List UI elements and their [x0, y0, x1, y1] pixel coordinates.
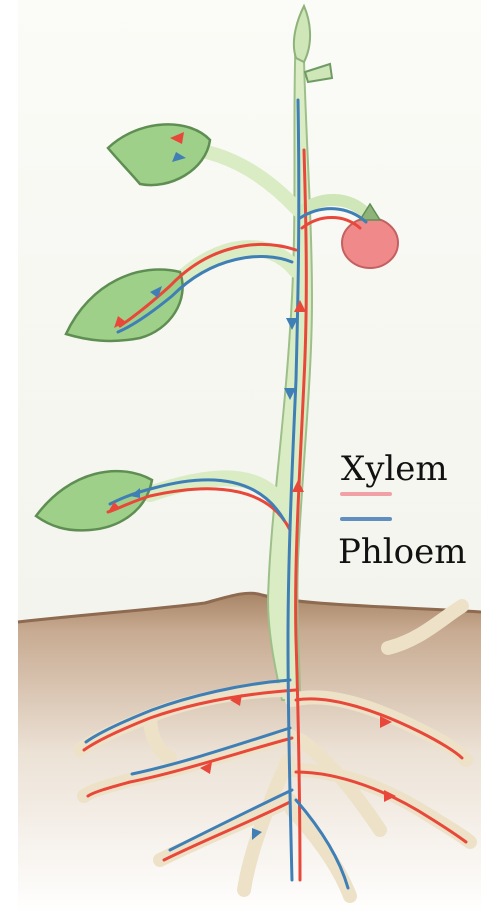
- phloem-label: Phloem: [338, 535, 466, 569]
- xylem-label: Xylem: [341, 452, 448, 486]
- xylem-key-swatch: [340, 492, 392, 496]
- fruit: [342, 218, 398, 268]
- phloem-key-swatch: [340, 517, 392, 521]
